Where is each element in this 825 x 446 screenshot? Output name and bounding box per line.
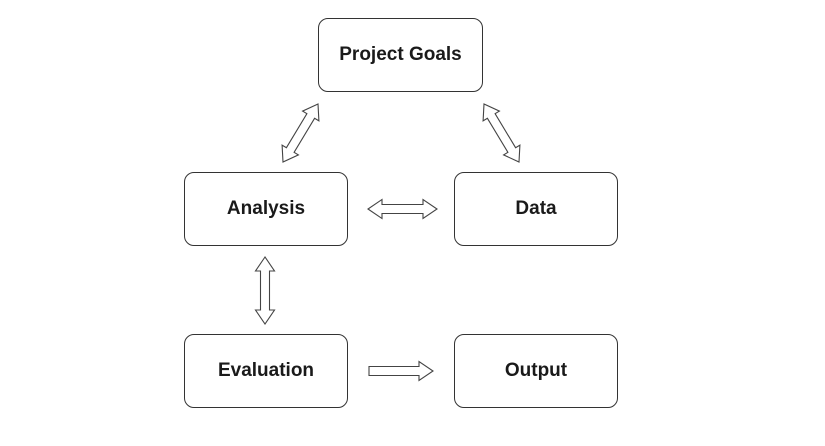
node-analysis: Analysis <box>184 172 348 246</box>
arrow-goals-data <box>482 103 521 163</box>
arrow-analysis-data <box>367 198 438 220</box>
node-project-goals: Project Goals <box>318 18 483 92</box>
arrow-evaluation-output <box>368 360 434 382</box>
node-data-label: Data <box>515 198 557 219</box>
node-analysis-label: Analysis <box>226 198 306 219</box>
node-output-label: Output <box>504 360 568 381</box>
node-data: Data <box>454 172 618 246</box>
node-project-goals-label: Project Goals <box>339 44 462 65</box>
arrow-goals-analysis <box>281 103 320 163</box>
node-evaluation: Evaluation <box>184 334 348 408</box>
node-output: Output <box>454 334 618 408</box>
node-evaluation-label: Evaluation <box>217 360 315 381</box>
arrow-analysis-evaluation <box>254 256 276 325</box>
